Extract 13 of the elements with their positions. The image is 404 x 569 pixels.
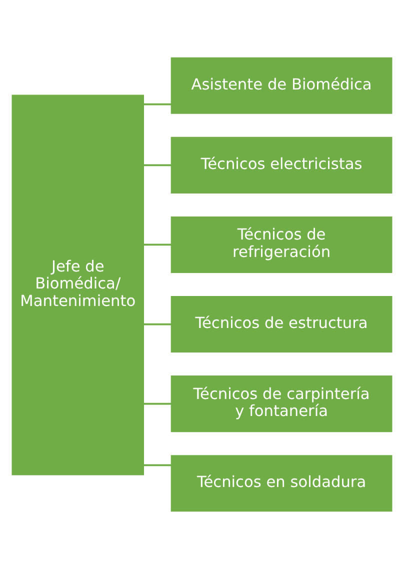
node-box: Asistente de Biomédica xyxy=(170,57,392,114)
node-box: Técnicos electricistas xyxy=(170,136,392,194)
connector xyxy=(144,402,172,405)
connector xyxy=(144,244,172,246)
node-box: Técnicos en soldadura xyxy=(170,455,392,512)
node-box: Técnicos de refrigeración xyxy=(170,216,392,273)
connector xyxy=(144,103,172,106)
connector xyxy=(144,323,172,326)
node-box: Técnicos de estructura xyxy=(170,296,392,353)
connector xyxy=(144,464,172,466)
node-box: Jefe de Biomédica/ Mantenimiento xyxy=(12,94,144,476)
node-box: Técnicos de carpintería y fontanería xyxy=(170,376,392,432)
connector xyxy=(144,164,172,166)
